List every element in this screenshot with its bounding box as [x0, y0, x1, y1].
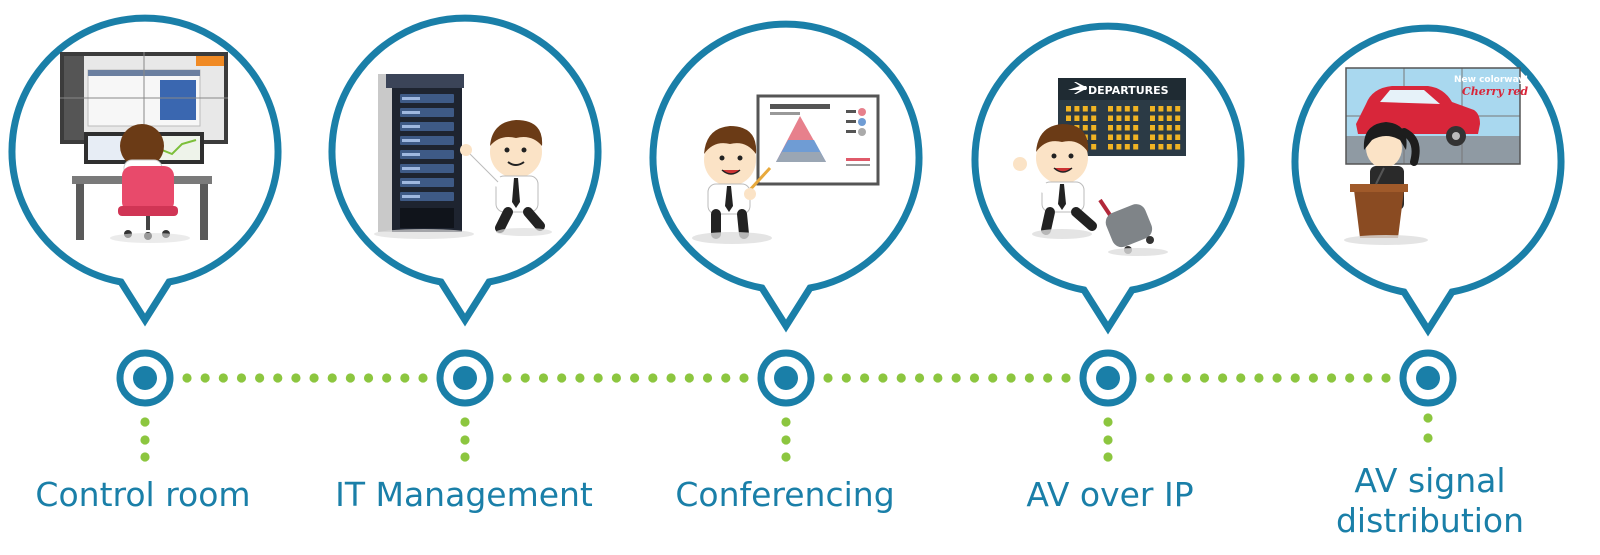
- connector-dot: [236, 373, 247, 383]
- connector-dot: [721, 373, 731, 383]
- connector-dot: [400, 373, 410, 383]
- connector-dot: [557, 373, 567, 383]
- connector-dot: [933, 373, 943, 383]
- connector-dot: [382, 373, 392, 383]
- connector-dot: [1024, 373, 1034, 383]
- step-av-over-ip: DEPARTURES: [971, 22, 1245, 335]
- speech-bubble: [971, 22, 1245, 335]
- connector-dot: [182, 373, 192, 383]
- timeline-node-control-room: [116, 349, 174, 407]
- timeline-node-it-management: [436, 349, 494, 407]
- connector-dot: [1345, 373, 1355, 383]
- connector-dot: [1363, 373, 1373, 383]
- drop-dot: [140, 435, 150, 445]
- connector-dot: [1145, 373, 1155, 383]
- drop-dot: [460, 452, 470, 462]
- airplane-icon: [1068, 82, 1087, 94]
- departures-board-title: DEPARTURES: [1088, 84, 1169, 97]
- connector-dot: [1218, 373, 1228, 383]
- connector-dot: [1043, 373, 1053, 383]
- connector-dot: [684, 373, 694, 383]
- connector-dot: [502, 373, 512, 383]
- connector-dot: [860, 373, 870, 383]
- connector-dot: [1006, 373, 1016, 383]
- drop-dot: [781, 435, 791, 445]
- connector-dot: [1199, 373, 1210, 383]
- connector-dot: [1290, 373, 1300, 383]
- drop-dot: [140, 417, 150, 427]
- drop-dot: [1423, 413, 1433, 423]
- server-rack-scene: [374, 74, 552, 239]
- connector-dot: [823, 373, 833, 383]
- connector-dot: [291, 373, 301, 383]
- connector-dot: [739, 373, 749, 383]
- video-wall-scene: New colorway! Cherry red: [1344, 67, 1528, 245]
- connector-dot: [1163, 373, 1173, 383]
- step-control-room: [8, 14, 282, 327]
- connector-dot: [988, 373, 998, 383]
- connector-dot: [1326, 373, 1337, 383]
- drop-dot: [140, 452, 150, 462]
- connector-dot: [593, 373, 603, 383]
- connector-dot: [273, 373, 283, 383]
- drop-dot: [1103, 452, 1113, 462]
- step-label-av-signal-distribution: AV signal distribution: [1335, 461, 1525, 540]
- connector-dot: [309, 373, 319, 383]
- step-label-conferencing: Conferencing: [675, 475, 895, 514]
- connector-dot: [363, 373, 374, 383]
- drop-dot: [1103, 435, 1113, 445]
- drop-dot: [460, 417, 470, 427]
- step-label-av-over-ip: AV over IP: [1026, 475, 1194, 514]
- step-it-management: [328, 14, 602, 327]
- connector-dot: [630, 373, 640, 383]
- connector-dot: [914, 373, 925, 383]
- drop-dot: [781, 417, 791, 427]
- drop-dot: [460, 435, 470, 445]
- connector-dot: [1254, 373, 1264, 383]
- connector-dot: [841, 373, 851, 383]
- connector-dot: [1236, 373, 1246, 383]
- connector-dot: [951, 373, 961, 383]
- timeline-connector: [182, 373, 1391, 383]
- connector-dot: [345, 373, 355, 383]
- connector-dot: [969, 373, 980, 383]
- wall-headline: New colorway!: [1454, 75, 1528, 85]
- timeline-node-av-over-ip: [1079, 349, 1137, 407]
- control-room-scene: [60, 52, 228, 243]
- step-label-it-management: IT Management: [335, 475, 593, 514]
- connector-dot: [666, 373, 676, 383]
- departures-scene: DEPARTURES: [1013, 78, 1186, 256]
- connector-dot: [575, 373, 585, 383]
- connector-dot: [896, 373, 906, 383]
- connector-dot: [1308, 373, 1318, 383]
- timeline-node-av-signal-distribution: [1399, 349, 1457, 407]
- drop-dot: [781, 452, 791, 462]
- connector-dot: [520, 373, 530, 383]
- wall-subline: Cherry red: [1462, 85, 1528, 98]
- drop-dot: [1103, 417, 1113, 427]
- connector-dot: [218, 373, 228, 383]
- connector-dot: [255, 373, 265, 383]
- timeline-node-conferencing: [757, 349, 815, 407]
- connector-dot: [200, 373, 210, 383]
- connector-dot: [538, 373, 549, 383]
- drop-dot: [1423, 433, 1433, 443]
- connector-dot: [418, 373, 428, 383]
- speech-bubble: [328, 14, 602, 327]
- step-av-signal-distribution: New colorway! Cherry red: [1291, 24, 1565, 337]
- connector-dot: [327, 373, 337, 383]
- connector-dot: [1181, 373, 1191, 383]
- connector-dot: [1381, 373, 1391, 383]
- step-label-control-room: Control room: [35, 475, 251, 514]
- connector-dot: [648, 373, 658, 383]
- connector-dot: [1061, 373, 1071, 383]
- connector-dot: [611, 373, 621, 383]
- connector-dot: [1272, 373, 1282, 383]
- connector-dot: [878, 373, 888, 383]
- presentation-scene: [692, 94, 880, 244]
- step-conferencing: [649, 20, 923, 333]
- connector-dot: [702, 373, 713, 383]
